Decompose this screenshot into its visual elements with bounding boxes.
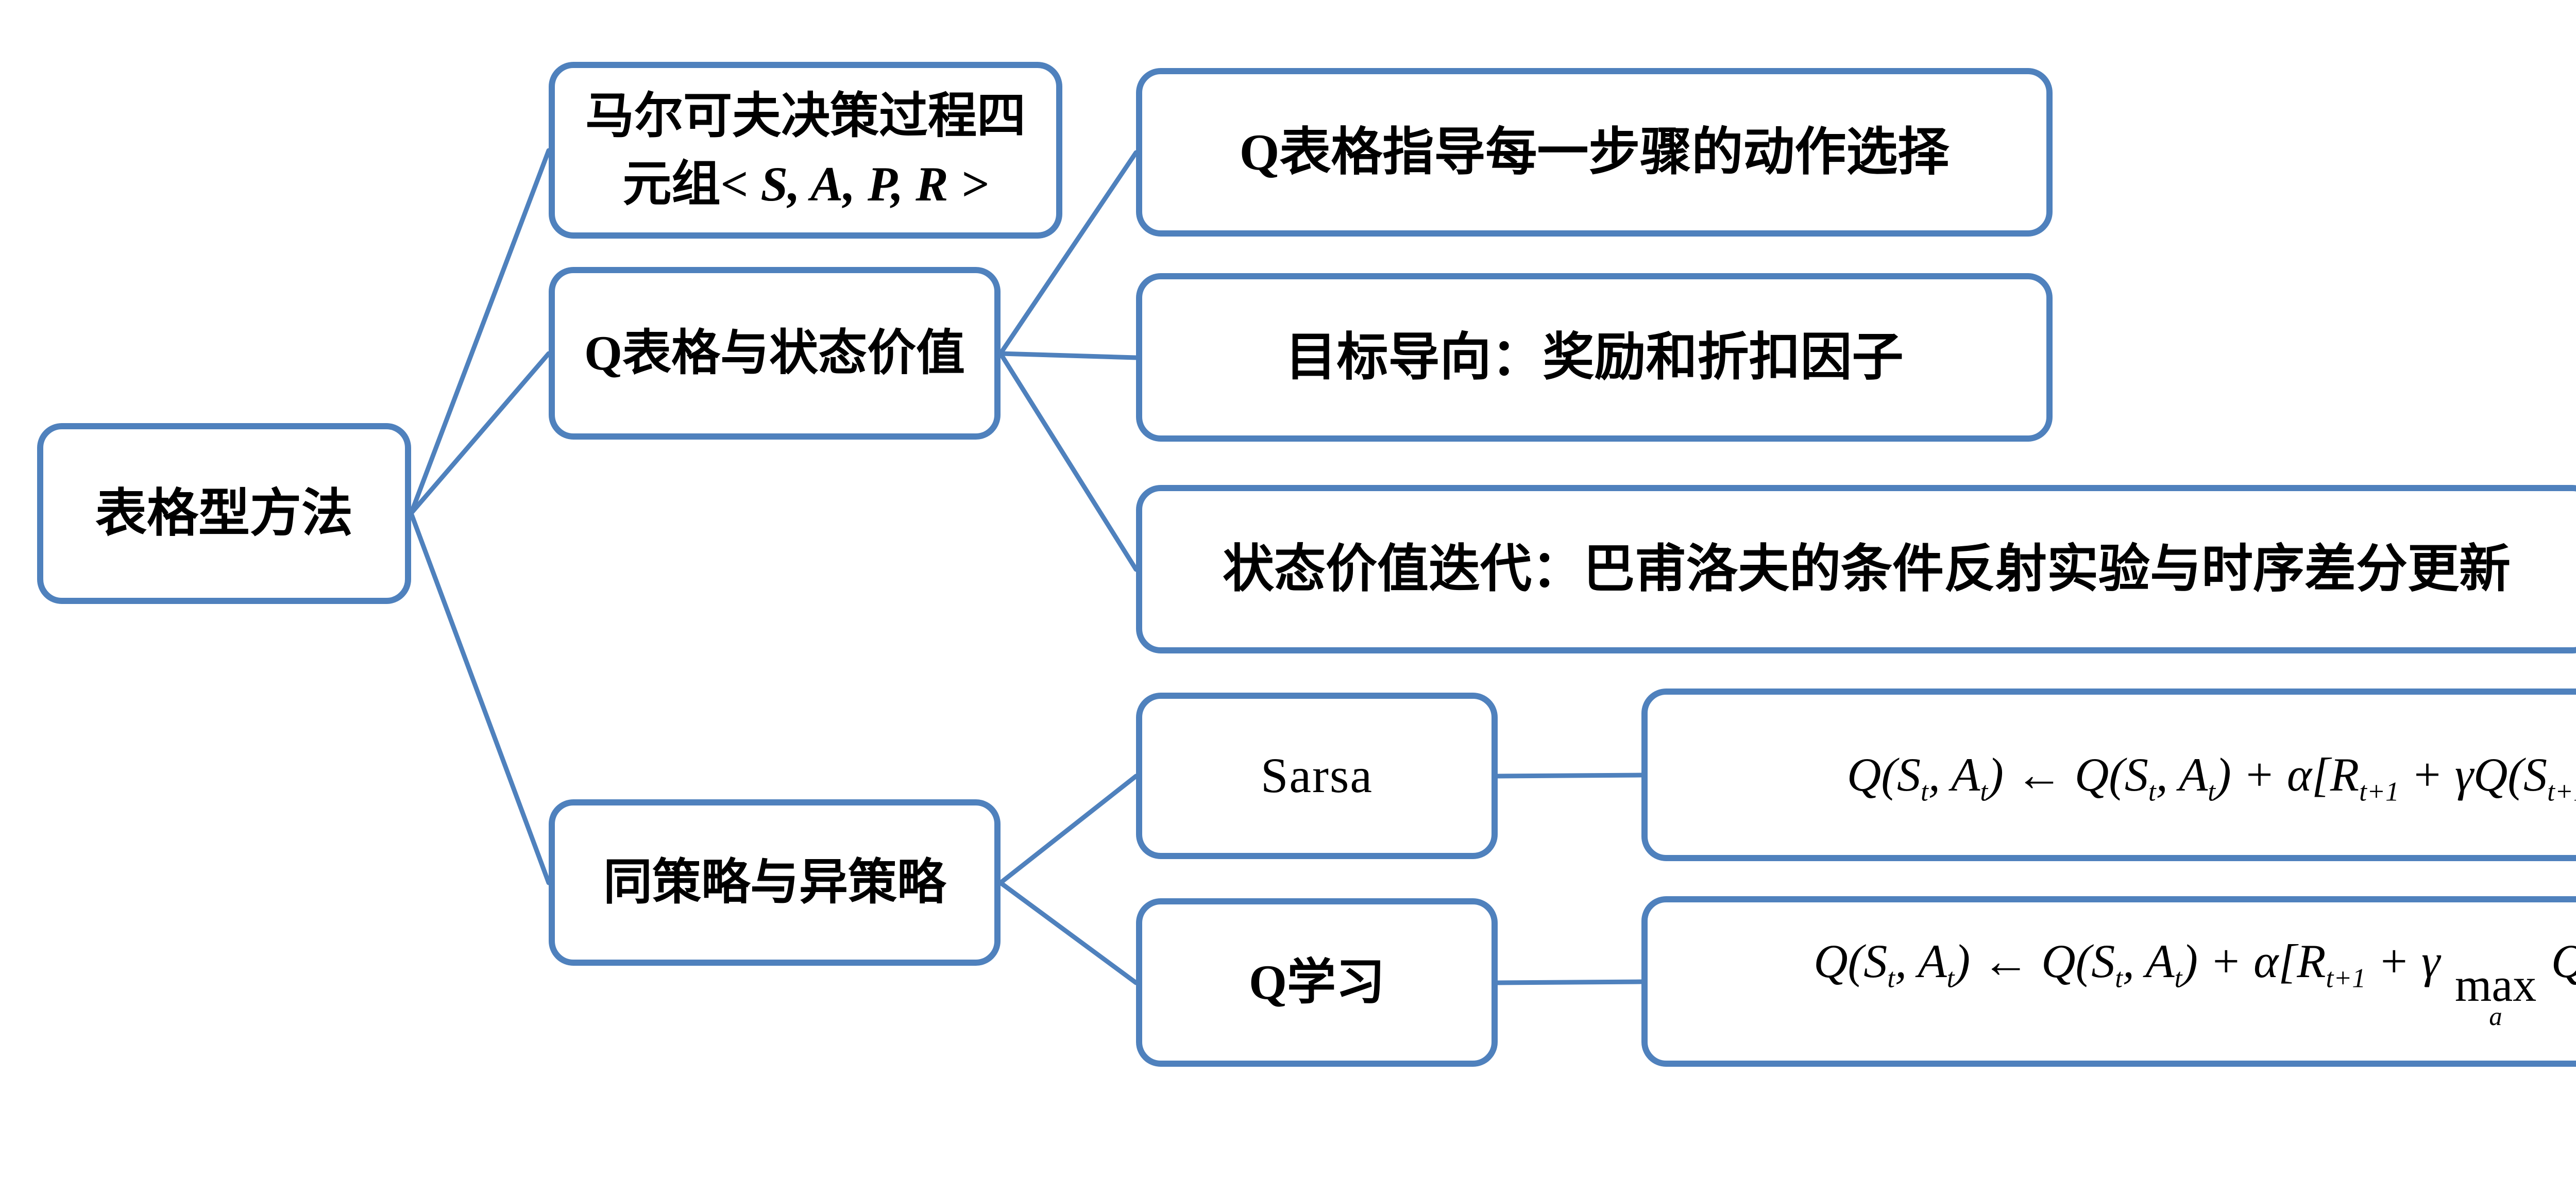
node-state-value-iteration-label: 状态价值迭代：巴甫洛夫的条件反射实验与时序差分更新 [1223,540,2511,598]
node-q-table-guides-actions-label: Q表格指导每一步骤的动作选择 [1239,123,1950,181]
sarsa-update-formula: Q(St, At) ← Q(St, At) + α[Rt+1 + γQ(St+1… [1846,748,2576,807]
connector-qtable-child3 [998,351,1139,572]
node-mdp-label: 马尔可夫决策过程四 元组< S, A, P, R > [570,82,1041,217]
mdp-line2-prefix: 元组 [622,156,721,211]
connector-qtable-child1 [998,150,1139,356]
node-goal-oriented[interactable]: 目标导向：奖励和折扣因子 [1136,273,2053,442]
node-root[interactable]: 表格型方法 [37,423,411,604]
connector-qtable-child2 [998,351,1139,360]
node-mdp-tuple[interactable]: 马尔可夫决策过程四 元组< S, A, P, R > [549,62,1062,239]
node-on-policy-off-policy[interactable]: 同策略与异策略 [549,799,1001,966]
connector-sarsa-formula [1495,773,1644,779]
node-sarsa[interactable]: Sarsa [1136,693,1498,859]
node-q-table-state-value[interactable]: Q表格与状态价值 [549,267,1001,440]
connector-qlearning-formula [1495,979,1644,985]
node-goal-oriented-label: 目标导向：奖励和折扣因子 [1285,328,1904,386]
node-q-table-guides-actions[interactable]: Q表格指导每一步骤的动作选择 [1136,68,2053,237]
node-sarsa-label: Sarsa [1261,748,1373,803]
node-q-learning-label: Q学习 [1249,954,1385,1010]
connector-root-mdp [409,148,551,516]
node-q-table-state-value-label: Q表格与状态价值 [584,325,965,380]
connector-policy-qlearning [998,880,1139,985]
node-state-value-iteration[interactable]: 状态价值迭代：巴甫洛夫的条件反射实验与时序差分更新 [1136,485,2576,653]
node-root-label: 表格型方法 [95,484,353,542]
connector-policy-sarsa [998,774,1139,885]
connector-root-qtable [409,351,551,516]
connector-root-policy [409,511,551,885]
node-sarsa-formula[interactable]: Q(St, At) ← Q(St, At) + α[Rt+1 + γQ(St+1… [1641,689,2576,861]
mdp-line2-math: < S, A, P, R > [720,156,989,211]
node-on-policy-off-policy-label: 同策略与异策略 [603,854,946,910]
node-q-learning[interactable]: Q学习 [1136,898,1498,1067]
mdp-line1: 马尔可夫决策过程四 [585,89,1026,144]
